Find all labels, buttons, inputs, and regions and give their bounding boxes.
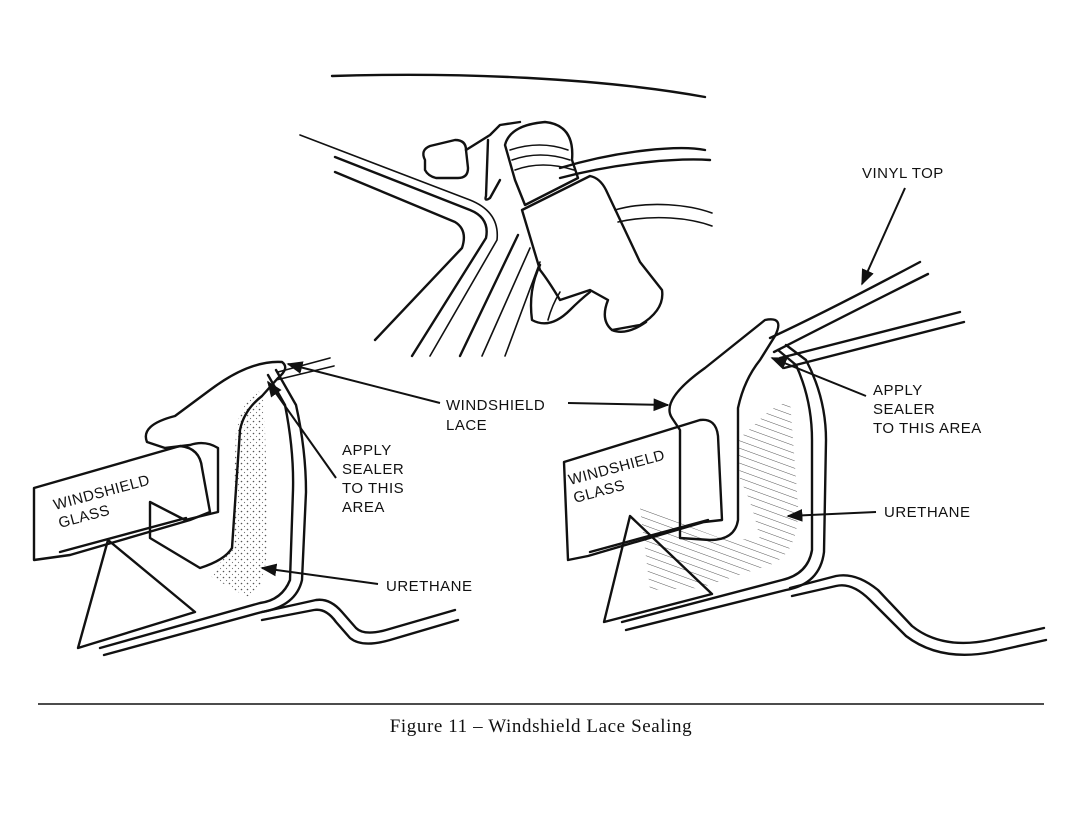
vinyl-top-label: VINYL TOP	[862, 165, 944, 182]
right-urethane-arrow	[786, 508, 877, 522]
lace-left-arrow	[286, 361, 441, 404]
sealer-application-illustration	[299, 73, 713, 358]
left-urethane-arrow	[260, 563, 379, 585]
left-urethane-label: URETHANE	[386, 578, 473, 595]
right-cross-section	[562, 260, 1048, 656]
right-urethane-label: URETHANE	[884, 504, 971, 521]
left-apply-sealer-line4: AREA	[342, 499, 385, 516]
left-apply-sealer-line2: SEALER	[342, 461, 404, 478]
callout-arrows	[260, 187, 906, 585]
figure-caption: Figure 11 – Windshield Lace Sealing	[389, 716, 693, 737]
left-apply-sealer-line3: TO THIS	[342, 480, 404, 497]
right-apply-sealer-line1: APPLY	[873, 382, 923, 399]
lace-right-arrow	[567, 398, 670, 412]
windshield-lace-label-line1: WINDSHIELD	[446, 397, 545, 414]
left-apply-sealer-line1: APPLY	[342, 442, 392, 459]
left-sealer-arrow	[267, 380, 337, 479]
left-cross-section	[32, 357, 460, 657]
windshield-lace-label-line2: LACE	[446, 417, 487, 434]
right-apply-sealer-line3: TO THIS AREA	[873, 420, 982, 437]
right-apply-sealer-line2: SEALER	[873, 401, 935, 418]
vinyl-top-arrow	[861, 187, 906, 286]
right-sealer-arrow	[770, 357, 867, 397]
